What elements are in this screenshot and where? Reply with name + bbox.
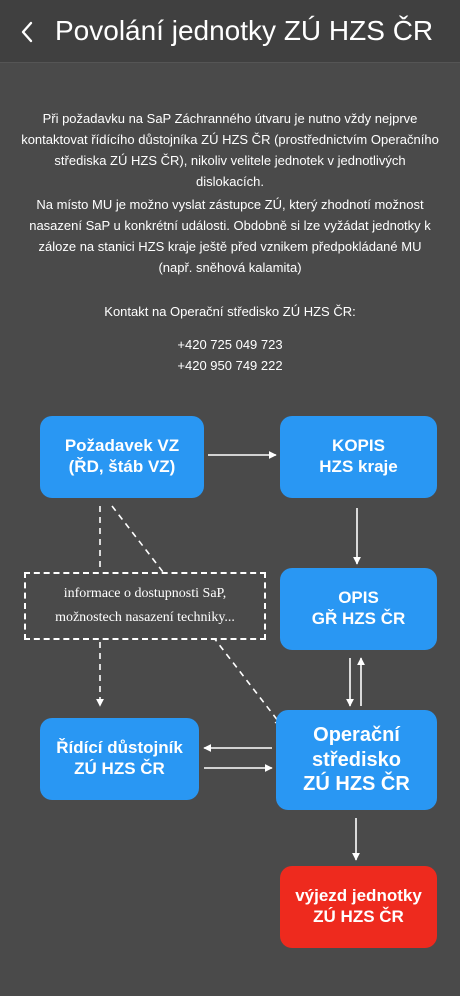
intro-paragraph-1: Při požadavku na SaP Záchranného útvaru … (21, 111, 439, 189)
node-pozadavek-vz: Požadavek VZ (ŘD, štáb VZ) (40, 416, 204, 498)
node-kopis: KOPIS HZS kraje (280, 416, 437, 498)
info-note-dostupnost: informace o dostupnosti SaP, možnostech … (24, 572, 266, 640)
node-vyjezd-jednotky: výjezd jednotky ZÚ HZS ČR (280, 866, 437, 948)
dashed-pozadavek-to-operacni (111, 505, 283, 727)
page-title: Povolání jednotky ZÚ HZS ČR (55, 15, 434, 46)
header-bar: Povolání jednotky ZÚ HZS ČR (0, 0, 460, 63)
phone-number-2[interactable]: +420 950 749 222 (177, 358, 283, 373)
intro-paragraph-2: Na místo MU je možno vyslat zástupce ZÚ,… (29, 197, 431, 275)
node-operacni-stredisko: Operační středisko ZÚ HZS ČR (276, 710, 437, 810)
back-button[interactable] (10, 10, 44, 54)
chevron-left-icon (21, 21, 33, 43)
phone-number-1[interactable]: +420 725 049 723 (177, 337, 283, 352)
node-opis: OPIS GŘ HZS ČR (280, 568, 437, 650)
node-ridici-dustojnik: Řídící důstojník ZÚ HZS ČR (40, 718, 199, 800)
contact-label: Kontakt na Operační středisko ZÚ HZS ČR: (104, 304, 356, 319)
